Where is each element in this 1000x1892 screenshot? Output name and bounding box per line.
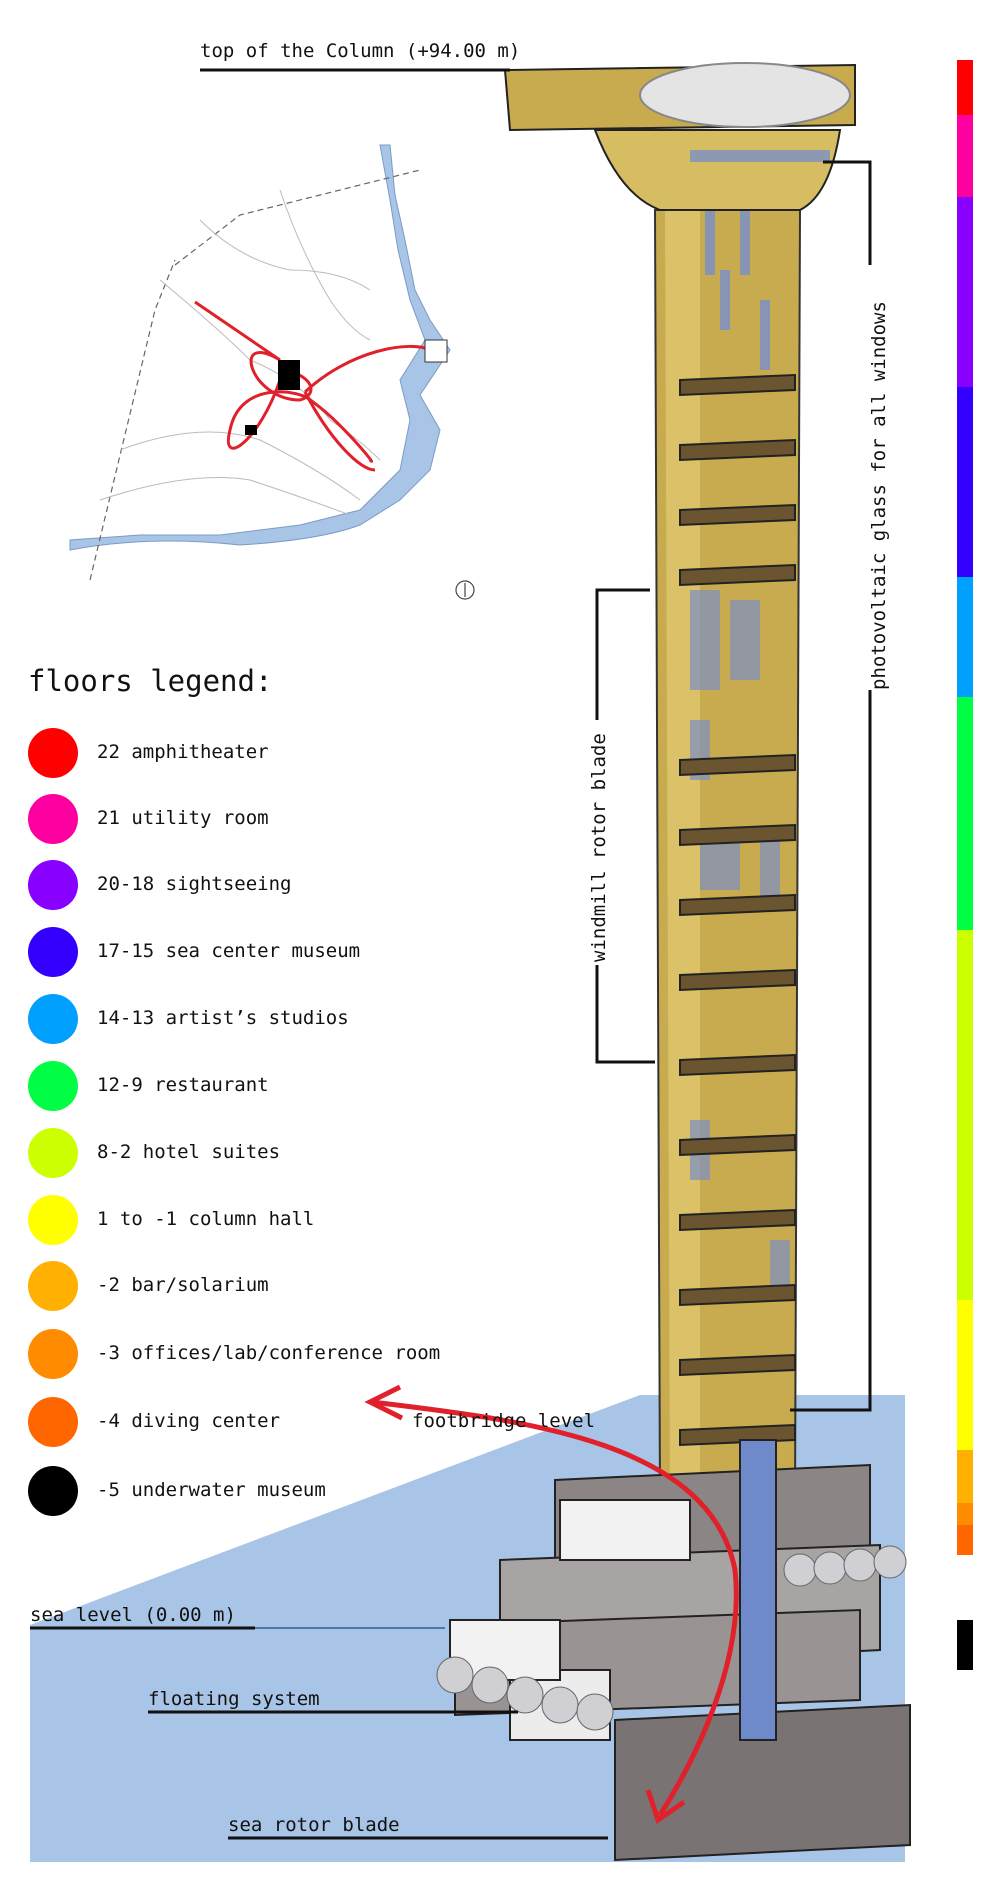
legend-color-swatch bbox=[28, 728, 78, 778]
top-of-column-label: top of the Column (+94.00 m) bbox=[200, 40, 521, 62]
route-arrow bbox=[371, 1399, 739, 1817]
legend-title: floors legend: bbox=[28, 664, 273, 698]
floor-bar-4 bbox=[957, 1525, 973, 1555]
windmill-rotor-label: windmill rotor blade bbox=[588, 733, 610, 962]
legend-label: -4 diving center bbox=[97, 1410, 281, 1432]
legend-color-swatch bbox=[28, 1195, 78, 1245]
legend-color-swatch bbox=[28, 994, 78, 1044]
floor-bar-5 bbox=[957, 1620, 973, 1670]
legend-color-swatch bbox=[28, 927, 78, 977]
legend-label: -3 offices/lab/conference room bbox=[97, 1342, 441, 1364]
floor-bar-21 bbox=[957, 115, 973, 197]
site-plan-map bbox=[69, 144, 475, 600]
floor-bar-1--1 bbox=[957, 1300, 973, 1450]
legend-label: 8-2 hotel suites bbox=[97, 1141, 281, 1163]
footbridge-label: footbridge level bbox=[412, 1410, 596, 1432]
legend-color-swatch bbox=[28, 794, 78, 844]
legend-label: 14-13 artist’s studios bbox=[97, 1007, 349, 1029]
legend-color-swatch bbox=[28, 1261, 78, 1311]
legend-color-swatch bbox=[28, 1128, 78, 1178]
floor-bar-22 bbox=[957, 60, 973, 115]
legend-color-swatch bbox=[28, 860, 78, 910]
legend-label: 1 to -1 column hall bbox=[97, 1208, 315, 1230]
floor-bar-12-9 bbox=[957, 697, 973, 930]
sea-level-label: sea level (0.00 m) bbox=[30, 1604, 236, 1626]
legend-label: 20-18 sightseeing bbox=[97, 873, 292, 895]
leader-lines bbox=[30, 68, 872, 1840]
legend-label: 21 utility room bbox=[97, 807, 269, 829]
floor-bar-3 bbox=[957, 1503, 973, 1525]
legend-label: 22 amphitheater bbox=[97, 741, 269, 763]
legend-color-swatch bbox=[28, 1061, 78, 1111]
legend-color-swatch bbox=[28, 1466, 78, 1516]
photovoltaic-label: photovoltaic glass for all windows bbox=[868, 301, 890, 690]
legend-color-swatch bbox=[28, 1397, 78, 1447]
legend-label: 17-15 sea center museum bbox=[97, 940, 361, 962]
floor-bar-20-18 bbox=[957, 197, 973, 387]
north-arrow-icon bbox=[455, 580, 475, 600]
floating-system-label: floating system bbox=[148, 1688, 320, 1710]
floor-bar-2 bbox=[957, 1450, 973, 1503]
floor-bar-14-13 bbox=[957, 577, 973, 697]
floor-bar-17-15 bbox=[957, 387, 973, 577]
column bbox=[503, 62, 856, 1501]
sea-rotor-label: sea rotor blade bbox=[228, 1814, 400, 1836]
legend-label: -5 underwater museum bbox=[97, 1479, 326, 1501]
legend-label: -2 bar/solarium bbox=[97, 1274, 269, 1296]
legend-color-swatch bbox=[28, 1329, 78, 1379]
floor-bar-8-2 bbox=[957, 930, 973, 1300]
legend-label: 12-9 restaurant bbox=[97, 1074, 269, 1096]
